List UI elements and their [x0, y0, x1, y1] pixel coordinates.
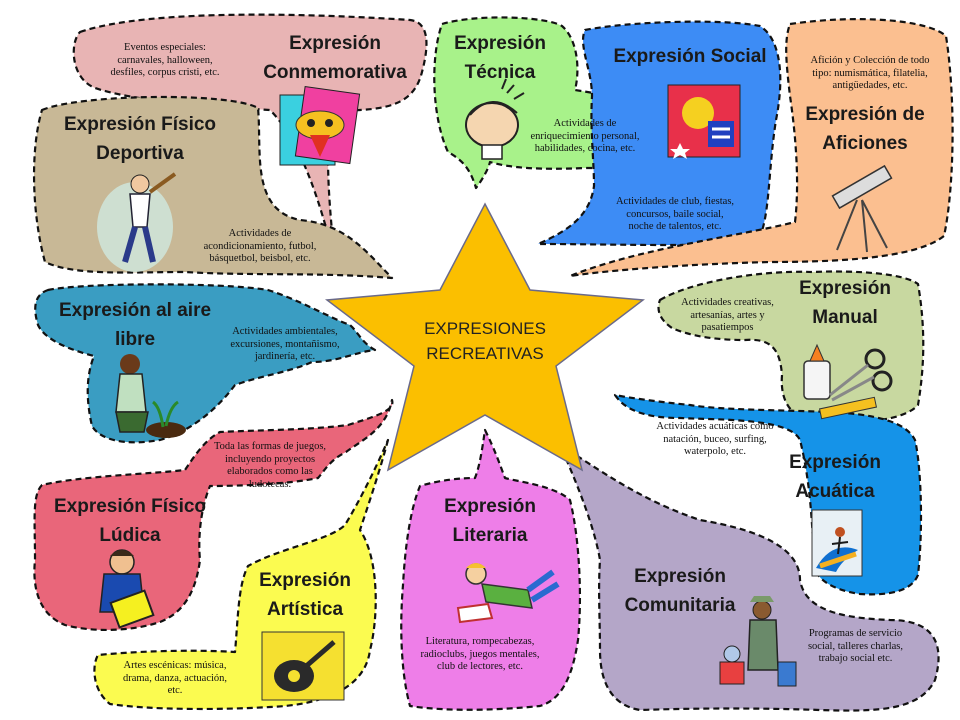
reading-child-icon	[456, 563, 560, 624]
center-star	[324, 202, 646, 472]
game-player-icon	[99, 549, 155, 629]
guitar-icon	[261, 631, 345, 701]
bubble-aficiones	[568, 18, 954, 278]
scissors-glue-icon	[803, 343, 893, 420]
volunteer-icon	[719, 596, 797, 687]
gardener-icon	[115, 354, 186, 438]
party-icon	[667, 84, 741, 159]
bubble-aire-libre	[34, 283, 377, 444]
baseball-player-icon	[97, 172, 177, 272]
bubble-manual	[657, 270, 925, 424]
bubble-comunitaria	[558, 443, 940, 712]
masks-icon	[279, 86, 361, 166]
telescope-icon	[831, 164, 893, 253]
surfer-icon	[811, 509, 863, 577]
thinking-head-icon	[465, 78, 525, 160]
bubble-literaria	[400, 428, 582, 711]
